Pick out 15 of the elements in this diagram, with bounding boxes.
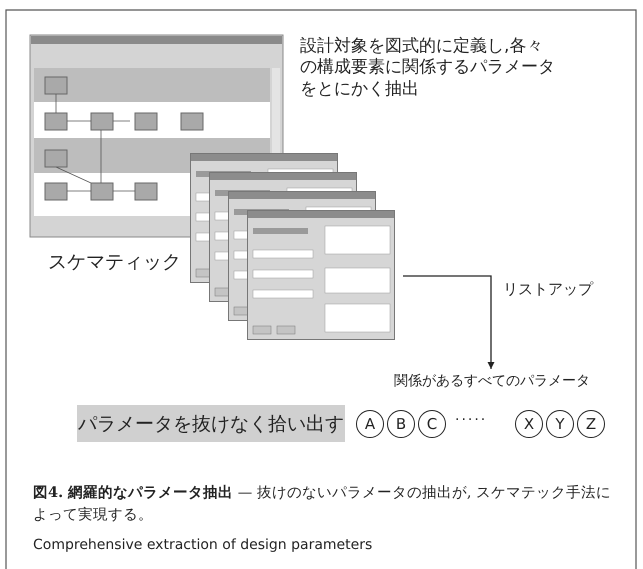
highlight-box: パラメータを抜けなく拾い出す [77, 405, 345, 442]
letter-circle: Y [546, 410, 574, 438]
ellipsis: ····· [455, 412, 488, 428]
letter-circle: Z [577, 410, 605, 438]
english-caption: Comprehensive extraction of design parameters [33, 537, 372, 553]
figure-caption: 図4. 網羅的なパラメータ抽出 — 抜けのないパラメータの抽出が, スケマテック手法によって実現する。 [33, 483, 612, 526]
letter-circle: A [356, 410, 384, 438]
letter-circle: X [515, 410, 543, 438]
description-text: 設計対象を図式的に定義し,各々の構成要素に関係するパラメータをとにかく抽出 [300, 36, 556, 100]
screen-label: スケマティック [48, 250, 181, 275]
picture [190, 153, 395, 340]
arrow [403, 275, 494, 369]
letter-circle: B [387, 410, 415, 438]
letter-circle: C [418, 410, 446, 438]
parameter-heading: 関係があるすべてのパラメータ [380, 371, 604, 391]
